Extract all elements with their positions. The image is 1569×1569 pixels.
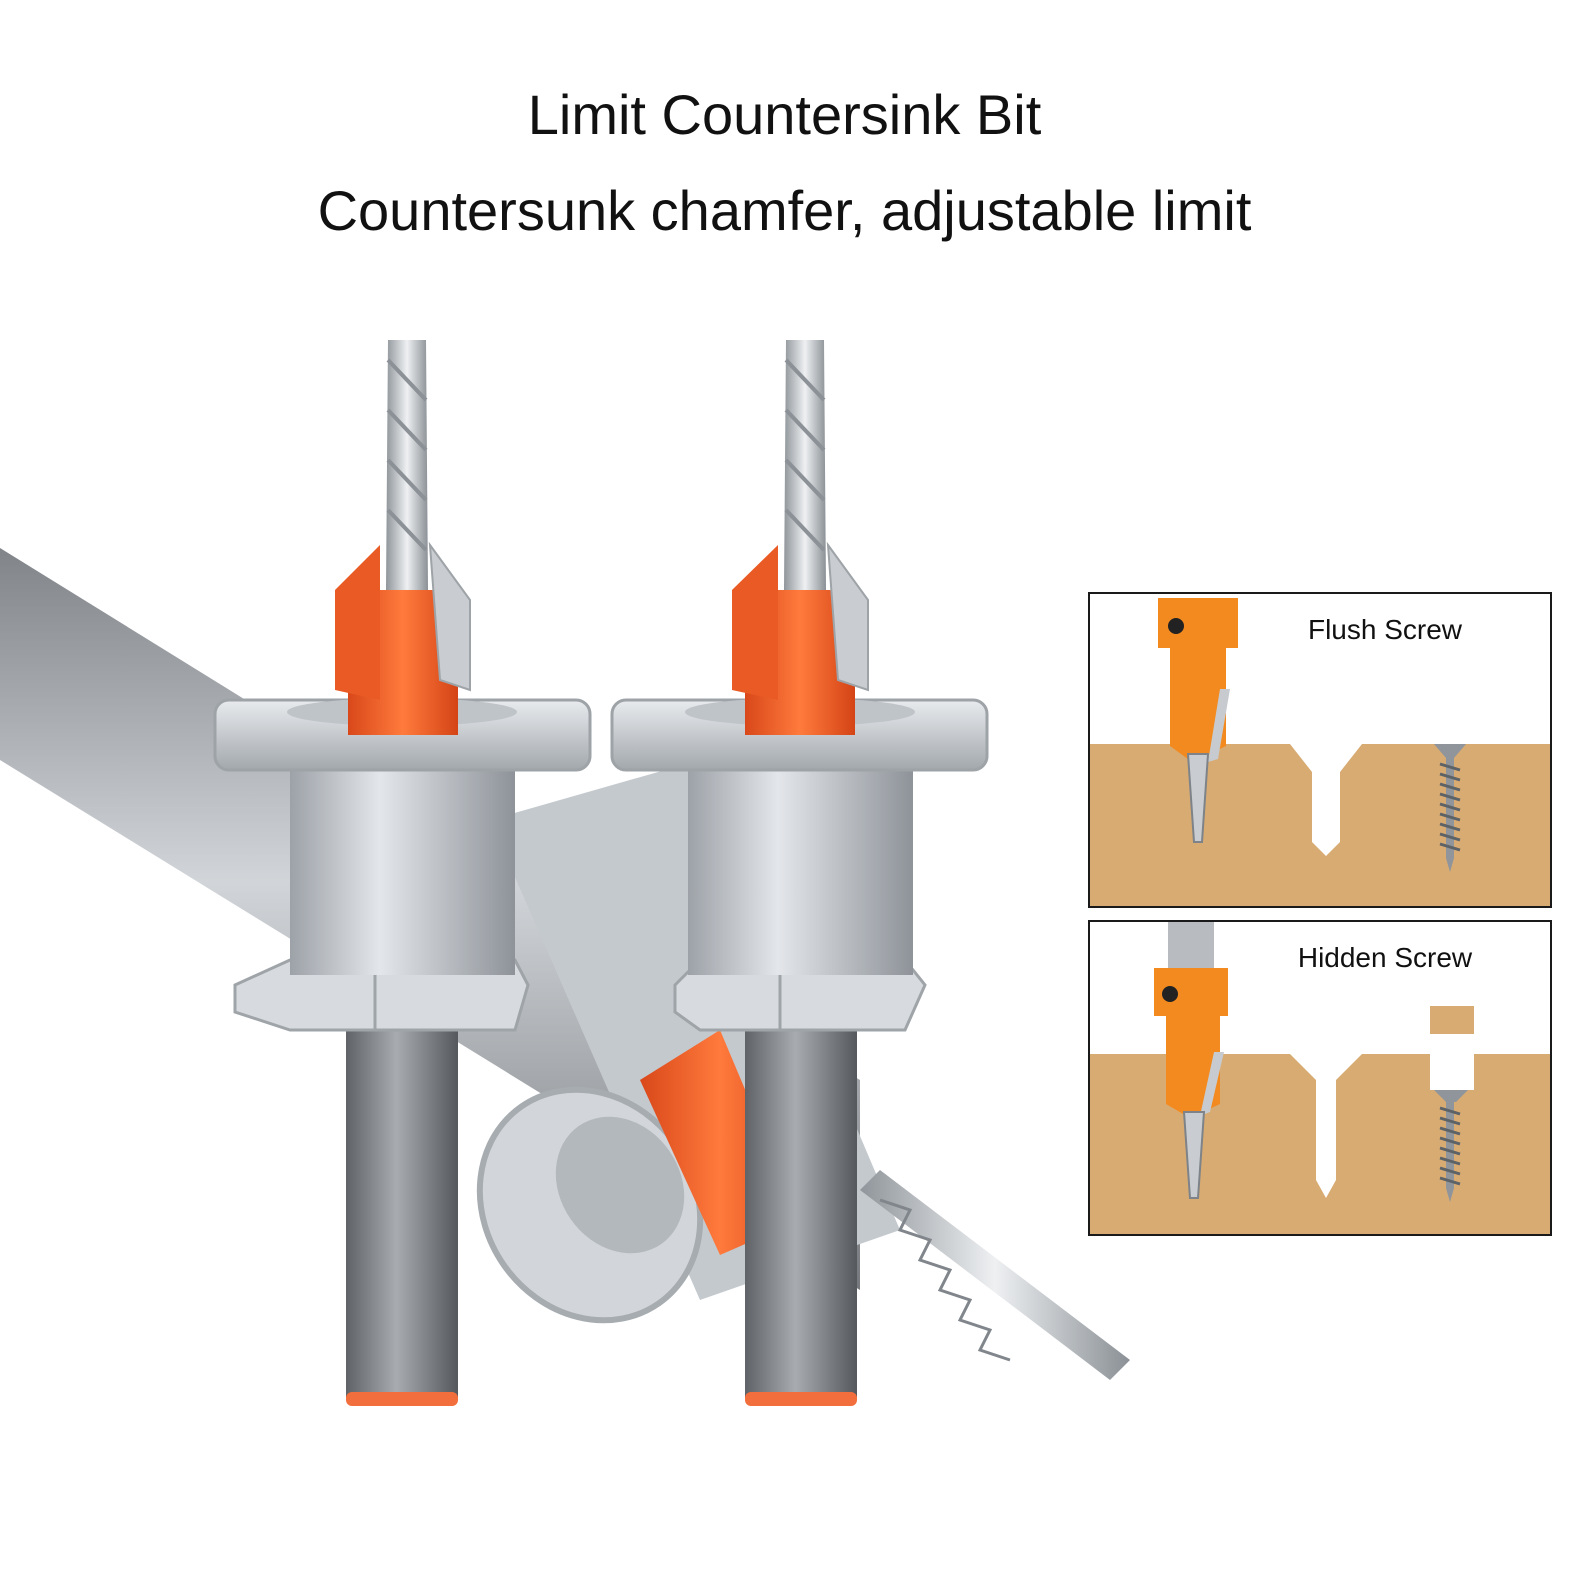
flush-screw-diagram: Flush Screw <box>1088 592 1552 908</box>
hidden-screw-label: Hidden Screw <box>1297 942 1473 973</box>
wood-screw-icon <box>1434 1090 1468 1202</box>
wood-plug-icon <box>1430 1006 1474 1034</box>
page-title: Limit Countersink Bit <box>527 83 1042 146</box>
wood-board-icon <box>1090 1054 1550 1234</box>
flush-screw-label: Flush Screw <box>1307 614 1463 645</box>
countersink-bit-icon <box>1154 922 1228 1199</box>
wood-board-icon <box>1090 744 1550 906</box>
hidden-screw-diagram: Hidden Screw <box>1088 920 1552 1236</box>
page-subtitle: Countersunk chamfer, adjustable limit <box>317 179 1252 242</box>
wood-screw-icon <box>1434 744 1466 872</box>
countersink-bit-1 <box>213 340 592 1406</box>
product-illustration <box>0 340 1130 1406</box>
diagonal-bit <box>0 548 1130 1380</box>
countersink-bit-2 <box>610 340 989 1406</box>
countersink-bit-icon <box>1158 598 1238 843</box>
